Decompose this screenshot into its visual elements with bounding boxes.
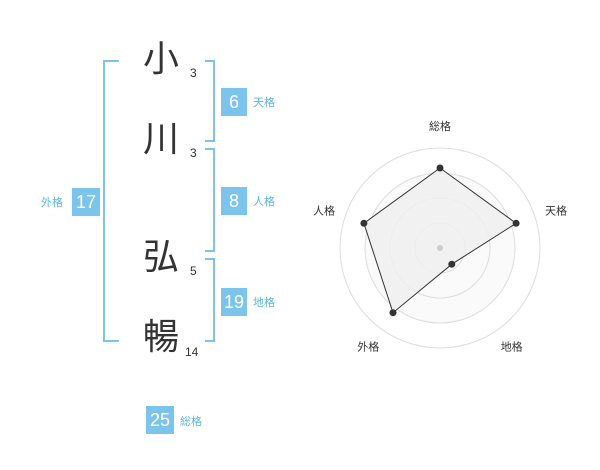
jinkaku-bracket: [205, 148, 215, 252]
radar-axis-label-2: 地格: [501, 340, 523, 354]
jinkaku-score-badge: 8: [221, 187, 247, 215]
stroke-count-4: 14: [185, 345, 199, 359]
tenkaku-label: 天格: [253, 96, 275, 109]
gaikaku-score-badge: 17: [72, 188, 100, 216]
stroke-count-2: 3: [190, 146, 197, 160]
radar-axis-label-0: 総格: [429, 119, 451, 133]
tenkaku-score-badge: 6: [221, 88, 247, 116]
radar-point-4: [360, 219, 368, 227]
gaikaku-bracket: [103, 60, 119, 342]
soukaku-label: 総格: [180, 415, 202, 428]
radar-axis-label-4: 人格: [313, 203, 335, 217]
radar-series: [360, 164, 520, 317]
soukaku-score-badge: 25: [146, 406, 174, 434]
stroke-count-3: 5: [190, 264, 197, 278]
name-char-4: 暢: [143, 317, 180, 358]
chikaku-bracket: [205, 258, 215, 342]
chikaku-score-badge: 19: [221, 288, 247, 316]
radar-axis-label-3: 外格: [357, 340, 379, 354]
gaikaku-label: 外格: [41, 196, 63, 209]
radar-center-dot: [437, 245, 443, 251]
radar-axis-label-1: 天格: [545, 203, 567, 217]
radar-point-0: [436, 164, 444, 172]
radar-point-2: [448, 260, 456, 268]
name-char-2: 川: [143, 119, 180, 160]
name-char-1: 小: [143, 39, 180, 80]
jinkaku-label: 人格: [253, 195, 275, 208]
tenkaku-bracket: [205, 60, 215, 142]
radar-series-polygon: [363, 167, 517, 314]
radar-point-3: [389, 309, 397, 317]
stroke-count-1: 3: [190, 66, 197, 80]
radar-point-1: [512, 219, 520, 227]
chikaku-label: 地格: [253, 296, 275, 309]
name-char-3: 弘: [143, 237, 180, 278]
